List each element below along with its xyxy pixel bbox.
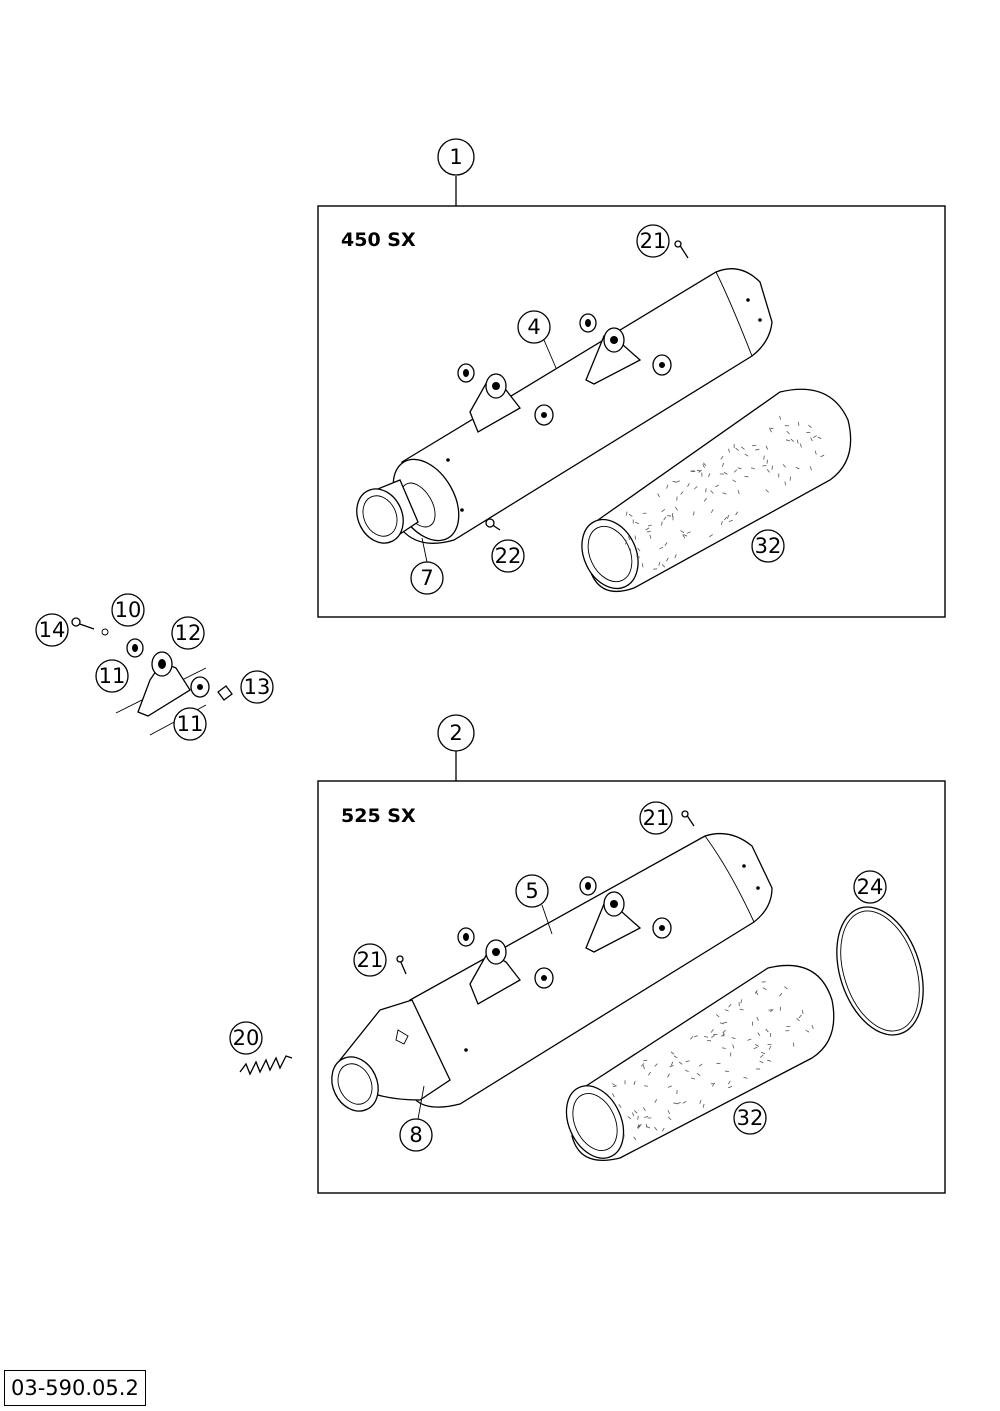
svg-text:11: 11 <box>177 712 204 736</box>
screw-22-450sx <box>485 518 501 531</box>
callout-11a[interactable]: 11 <box>95 659 129 693</box>
svg-text:32: 32 <box>737 1106 764 1130</box>
callout-24[interactable]: 24 <box>853 870 887 904</box>
callout-10[interactable]: 10 <box>111 593 145 627</box>
svg-text:13: 13 <box>244 675 271 699</box>
svg-text:11: 11 <box>99 664 126 688</box>
svg-text:10: 10 <box>115 598 142 622</box>
assembly-2-frame <box>317 780 946 1194</box>
svg-text:24: 24 <box>857 875 884 899</box>
callout-8[interactable]: 8 <box>399 1118 433 1152</box>
callout-1[interactable]: 1 <box>437 138 475 176</box>
callout-8-leader <box>417 1085 425 1120</box>
svg-text:21: 21 <box>643 806 670 830</box>
callout-12[interactable]: 12 <box>171 616 205 650</box>
callout-7-leader <box>421 537 428 563</box>
rivet-21-450sx <box>674 240 689 259</box>
svg-text:20: 20 <box>233 1026 260 1050</box>
o-ring-24 <box>836 906 924 1036</box>
silencer-body-525sx <box>331 832 773 1112</box>
callout-14[interactable]: 14 <box>35 613 69 647</box>
packing-32-450sx <box>581 388 852 593</box>
svg-text:14: 14 <box>39 618 66 642</box>
callout-5-leader <box>541 904 553 935</box>
callout-13[interactable]: 13 <box>240 670 274 704</box>
svg-text:5: 5 <box>525 879 538 903</box>
svg-text:1: 1 <box>449 145 462 169</box>
grommet-parts-525sx <box>457 876 672 989</box>
callout-21a[interactable]: 21 <box>636 224 670 258</box>
model-label-450sx: 450 SX <box>341 229 416 251</box>
callout-32a[interactable]: 32 <box>751 529 785 563</box>
callout-4[interactable]: 4 <box>517 310 551 344</box>
callout-4-leader <box>543 339 557 369</box>
grommet-parts-450sx <box>457 313 672 426</box>
svg-text:8: 8 <box>409 1123 422 1147</box>
svg-text:21: 21 <box>357 948 384 972</box>
svg-text:4: 4 <box>527 315 540 339</box>
svg-text:32: 32 <box>755 534 782 558</box>
callout-7[interactable]: 7 <box>410 561 444 595</box>
spring-20 <box>239 1055 293 1076</box>
svg-text:12: 12 <box>175 621 202 645</box>
callout-2[interactable]: 2 <box>437 714 475 752</box>
assembly-2-525sx: 2 525 SX <box>229 714 946 1194</box>
assembly-1-450sx: 1 450 SX <box>317 138 946 618</box>
svg-text:21: 21 <box>640 229 667 253</box>
svg-text:7: 7 <box>420 566 433 590</box>
model-label-525sx: 525 SX <box>341 805 416 827</box>
callout-21c[interactable]: 21 <box>353 943 387 977</box>
callout-22[interactable]: 22 <box>491 539 525 573</box>
mounting-detail: 10 14 12 11 13 11 <box>35 593 274 741</box>
callout-5[interactable]: 5 <box>515 874 549 908</box>
silencer-body-450sx <box>356 268 773 544</box>
svg-text:2: 2 <box>449 721 462 745</box>
packing-32-525sx <box>565 964 835 1162</box>
callout-20[interactable]: 20 <box>229 1021 263 1055</box>
callout-11b[interactable]: 11 <box>173 707 207 741</box>
rivet-21-525sx-side <box>396 955 407 975</box>
svg-text:22: 22 <box>495 544 522 568</box>
rivet-21-525sx-top <box>681 810 695 827</box>
assembly-1-frame <box>317 205 946 618</box>
callout-21b[interactable]: 21 <box>639 801 673 835</box>
callout-32b[interactable]: 32 <box>733 1101 767 1135</box>
document-number: 03-590.05.2 <box>4 1370 146 1406</box>
